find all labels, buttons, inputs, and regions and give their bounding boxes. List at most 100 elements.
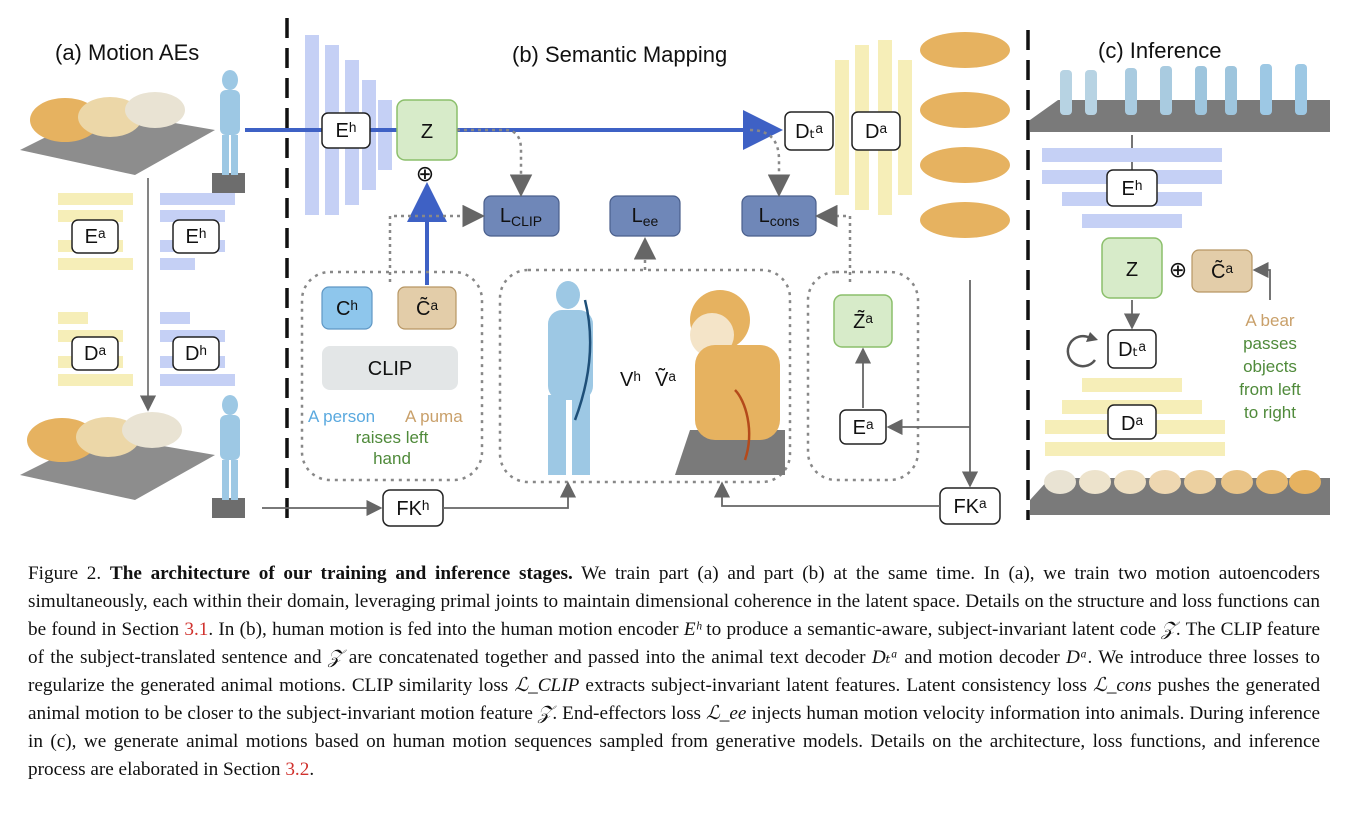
box-Ea-a: Eᵃ xyxy=(71,219,119,254)
prompt-animal: A puma xyxy=(405,407,463,426)
svg-text:Dₜᵃ: Dₜᵃ xyxy=(795,121,823,143)
loss-cons-box: Lcons xyxy=(741,195,817,237)
svg-text:A bear: A bear xyxy=(1245,311,1294,330)
svg-text:Dʰ: Dʰ xyxy=(185,343,207,365)
animal-latent-region xyxy=(806,270,920,482)
section-ref-3-1[interactable]: 3.1 xyxy=(184,619,209,640)
loop-arrowhead xyxy=(1086,332,1098,342)
box-Z-b: Z xyxy=(396,99,458,161)
svg-text:Eʰ: Eʰ xyxy=(185,226,206,248)
svg-text:Lee: Lee xyxy=(632,205,659,229)
box-Dh-a: Dʰ xyxy=(172,336,220,371)
box-Dta-b: Dₜᵃ xyxy=(784,111,834,151)
caption-text-2: . In (b), human motion is fed into the h… xyxy=(208,619,679,640)
svg-text:passes: passes xyxy=(1243,334,1297,353)
arrow-fkh-to-vh xyxy=(443,481,577,509)
label-Va-tilde: Ṽᵃ xyxy=(655,367,676,391)
caption-fig-label: Figure 2. xyxy=(28,563,102,584)
svg-text:Dᵃ: Dᵃ xyxy=(1121,413,1143,435)
human-velocity-figure xyxy=(548,281,593,475)
symbol-Z: 𝒵 xyxy=(1161,619,1176,640)
symbol-Z-2: 𝒵 xyxy=(327,647,343,668)
box-Dta-c: Dₜᵃ xyxy=(1107,329,1157,369)
box-Da-a: Dᵃ xyxy=(71,336,119,371)
prompt-human: A person xyxy=(308,407,375,426)
caption-text-6: and motion decoder xyxy=(904,647,1060,668)
label-Vh: Vʰ xyxy=(620,369,641,391)
caption-text-9: pushes the generated animal motion to be… xyxy=(28,675,1321,724)
caption-text-11: injects human motion velocity informatio… xyxy=(28,703,1321,780)
dotted-za-to-cons xyxy=(815,204,852,282)
human-figure-bottom xyxy=(212,395,245,518)
box-Da-b: Dᵃ xyxy=(851,111,901,151)
svg-text:Lcons: Lcons xyxy=(759,205,800,229)
panel-c-title: (c) Inference xyxy=(1098,38,1222,63)
svg-text:Z: Z xyxy=(1126,259,1138,281)
arrow-prompt-to-ca xyxy=(1252,261,1271,300)
caption-text-5: are concatenated together and passed int… xyxy=(348,647,866,668)
svg-text:Eᵃ: Eᵃ xyxy=(85,226,106,248)
symbol-Dta: Dₜᵃ xyxy=(871,647,899,668)
bear-sequence-inference xyxy=(1030,470,1330,515)
svg-text:Eᵃ: Eᵃ xyxy=(853,417,874,439)
dotted-ch-to-clip xyxy=(388,204,485,282)
box-Da-c: Dᵃ xyxy=(1107,404,1157,440)
loss-clip-sub: CLIP xyxy=(511,213,542,229)
loss-ee-box: Lee xyxy=(609,195,681,237)
concat-symbol-c: ⊕ xyxy=(1169,257,1187,282)
decoder-animal-bars-c xyxy=(1045,378,1225,456)
svg-text:to right: to right xyxy=(1244,403,1296,422)
clip-encoder-box: CLIP xyxy=(322,346,458,390)
svg-text:C̃ᵃ: C̃ᵃ xyxy=(1211,260,1233,283)
caption-text-8: extracts subject-invariant latent featur… xyxy=(585,675,1087,696)
svg-text:CLIP: CLIP xyxy=(368,358,412,380)
figure-caption: Figure 2. The architecture of our traini… xyxy=(28,560,1320,784)
inference-prompt: A bear passes objects from left to right xyxy=(1239,311,1301,422)
autoregressive-loop-icon xyxy=(1066,334,1097,368)
svg-text:FKʰ: FKʰ xyxy=(396,498,429,520)
svg-text:C̃ᵃ: C̃ᵃ xyxy=(416,297,438,320)
box-Ca-tilde-c: C̃ᵃ xyxy=(1191,249,1253,293)
caption-text-12: . xyxy=(309,759,315,780)
loss-clip-box: LCLIP xyxy=(483,195,560,237)
box-FKa: FKᵃ xyxy=(939,487,1001,525)
svg-text:LCLIP: LCLIP xyxy=(500,205,542,229)
box-Eh-b: Eʰ xyxy=(321,112,371,149)
svg-text:from left: from left xyxy=(1239,380,1301,399)
dotted-z-to-clip xyxy=(457,128,533,197)
svg-text:Cʰ: Cʰ xyxy=(336,298,358,320)
symbol-L-ee: ℒ_ee xyxy=(705,703,747,724)
prompt-shared-line1: raises left xyxy=(356,428,429,447)
svg-text:Eʰ: Eʰ xyxy=(1121,178,1142,200)
box-FKh: FKʰ xyxy=(382,489,444,527)
symbol-Z-3: 𝒵 xyxy=(537,703,553,724)
svg-text:Dₜᵃ: Dₜᵃ xyxy=(1118,339,1146,361)
caption-text-4: . The CLIP feature of the subject-transl… xyxy=(28,619,1321,668)
box-Ch: Cʰ xyxy=(321,286,373,330)
svg-text:Eʰ: Eʰ xyxy=(335,120,356,142)
svg-text:Z̃ᵃ: Z̃ᵃ xyxy=(853,310,873,333)
text-feature-region xyxy=(300,270,484,482)
caption-text-7: . We introduce three losses to regulariz… xyxy=(28,647,1321,696)
section-ref-3-2[interactable]: 3.2 xyxy=(285,759,310,780)
svg-text:Dᵃ: Dᵃ xyxy=(865,121,887,143)
symbol-Da: Dᵃ xyxy=(1066,647,1088,668)
prompt-shared-line2: hand xyxy=(373,449,411,468)
box-Eh-c: Eʰ xyxy=(1106,169,1158,207)
box-Ea-b: Eᵃ xyxy=(839,409,887,445)
box-Za-tilde: Z̃ᵃ xyxy=(833,294,893,348)
animal-platform-bottom xyxy=(20,412,215,500)
box-Ca-tilde: C̃ᵃ xyxy=(397,286,457,330)
animal-platform-top xyxy=(20,92,215,175)
caption-title: The architecture of our training and inf… xyxy=(109,563,573,584)
symbol-L-cons: ℒ_cons xyxy=(1093,675,1152,696)
caption-text-10: . End-effectors loss xyxy=(552,703,702,724)
symbol-Eh: Eʰ xyxy=(683,619,702,640)
box-Z-c: Z xyxy=(1101,237,1163,299)
dotted-z-to-cons xyxy=(749,128,791,197)
concat-symbol-b: ⊕ xyxy=(416,161,434,186)
svg-text:Dᵃ: Dᵃ xyxy=(84,343,106,365)
human-figure-top xyxy=(212,70,245,193)
puma-sequence xyxy=(920,32,1010,238)
caption-text-3: to produce a semantic-aware, subject-inv… xyxy=(706,619,1156,640)
